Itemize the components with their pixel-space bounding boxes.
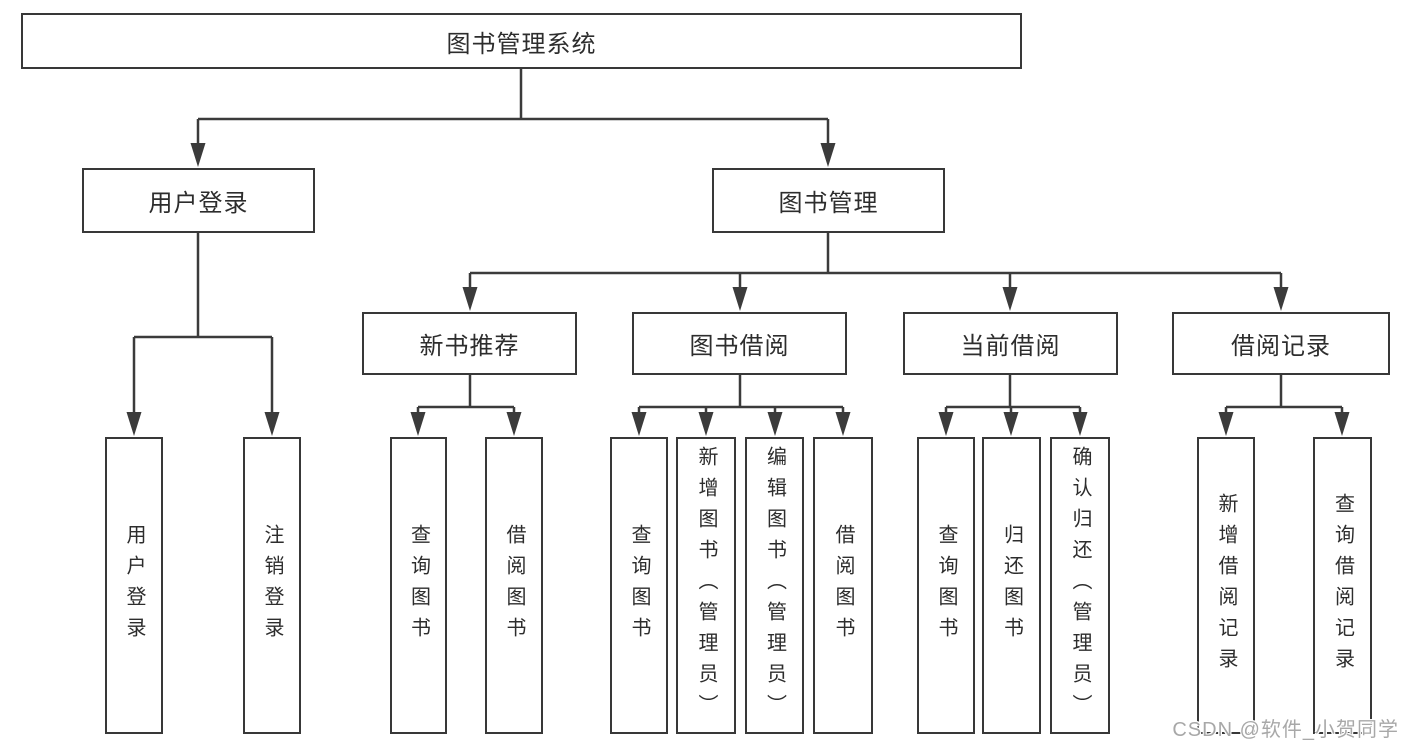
arrowheads: [126, 143, 1350, 436]
leaf-logout: 注销登录: [243, 437, 301, 734]
leaf-label: 借阅图书: [832, 523, 854, 648]
leaf-query-books-recommend: 查询图书: [390, 437, 447, 734]
leaf-user-login: 用户登录: [105, 437, 163, 734]
leaf-label: 查询图书: [628, 523, 650, 648]
leaf-label: 查询图书: [935, 523, 957, 648]
leaf-query-books-current: 查询图书: [917, 437, 975, 734]
node-label: 图书管理系统: [446, 30, 597, 58]
node-label: 借阅记录: [1231, 333, 1331, 360]
leaf-add-borrow-record: 新增借阅记录: [1197, 437, 1255, 734]
leaf-label: 用户登录: [123, 523, 145, 648]
node-label: 当前借阅: [960, 333, 1061, 360]
leaf-borrow-books-recommend: 借阅图书: [485, 437, 543, 734]
node-label: 图书借阅: [689, 333, 790, 360]
leaf-label: 新增图书（管理员）: [695, 446, 717, 725]
csdn-watermark: CSDN @软件_小贺同学: [1172, 719, 1399, 741]
node-user-login-group: 用户登录: [82, 168, 315, 233]
leaf-borrow-books: 借阅图书: [813, 437, 873, 734]
node-library-management-system: 图书管理系统: [21, 13, 1022, 69]
leaf-edit-books-admin: 编辑图书（管理员）: [745, 437, 804, 734]
leaf-label: 归还图书: [1000, 523, 1023, 648]
leaf-label: 注销登录: [261, 523, 283, 648]
node-new-book-recommendation: 新书推荐: [362, 312, 577, 375]
leaf-label: 确认归还（管理员）: [1069, 446, 1091, 725]
node-book-management: 图书管理: [712, 168, 945, 233]
leaf-query-borrow-record: 查询借阅记录: [1313, 437, 1372, 734]
leaf-label: 新增借阅记录: [1215, 492, 1237, 679]
leaf-label: 查询图书: [407, 523, 430, 648]
node-borrowing-records: 借阅记录: [1172, 312, 1390, 375]
node-current-borrowing: 当前借阅: [903, 312, 1118, 375]
node-label: 图书管理: [778, 190, 879, 217]
node-label: 用户登录: [148, 190, 249, 217]
leaf-query-books-borrowing: 查询图书: [610, 437, 668, 734]
leaf-return-books: 归还图书: [982, 437, 1041, 734]
leaf-add-books-admin: 新增图书（管理员）: [676, 437, 736, 734]
leaf-label: 借阅图书: [503, 523, 525, 648]
node-book-borrowing: 图书借阅: [632, 312, 847, 375]
node-label: 新书推荐: [419, 333, 520, 360]
leaf-label: 查询借阅记录: [1331, 492, 1354, 679]
leaf-label: 编辑图书（管理员）: [763, 446, 786, 725]
leaf-confirm-return-admin: 确认归还（管理员）: [1050, 437, 1110, 734]
